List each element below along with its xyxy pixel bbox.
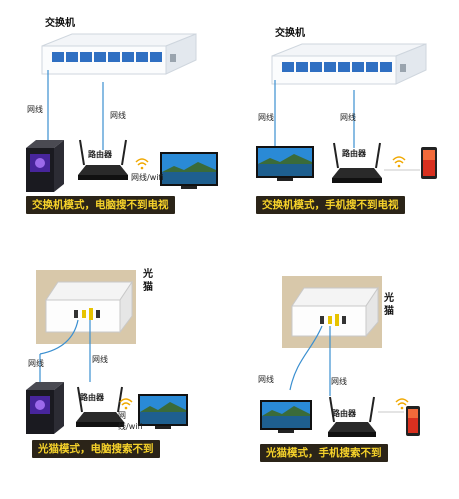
router-label: 路由器	[80, 393, 104, 402]
router-icon	[332, 142, 382, 183]
device-title: 交换机	[275, 28, 305, 39]
caption-banner: 光猫模式，电脑搜索不到	[32, 440, 160, 458]
router-icon	[76, 386, 124, 427]
cable-label: 网线	[331, 377, 347, 386]
router-label: 路由器	[88, 150, 112, 159]
cable-label: 网线	[340, 113, 356, 122]
smartphone-icon	[406, 406, 420, 436]
caption-banner: 交换机模式，电脑搜不到电视	[26, 196, 175, 214]
cable-label: 网线	[258, 375, 274, 384]
router-label: 路由器	[342, 149, 366, 158]
panel-modem-phone: 光猫	[230, 250, 459, 499]
cable-label: 网线	[28, 359, 44, 368]
switch-device	[41, 33, 197, 75]
switch-device	[271, 43, 427, 85]
cable-line	[289, 325, 323, 391]
desktop-pc-icon	[26, 382, 64, 434]
tv-icon	[138, 394, 188, 429]
caption-banner: 光猫模式，手机搜索不到	[260, 444, 388, 462]
diagram-graphics	[256, 43, 437, 183]
tv-icon	[256, 146, 314, 181]
wifi-icon	[135, 158, 149, 170]
cable-label: 网线	[27, 105, 43, 114]
desktop-pc-icon	[26, 140, 64, 192]
device-title: 交换机	[45, 18, 75, 29]
tv-icon	[260, 400, 312, 433]
link-label: 网线/wifi	[131, 173, 164, 182]
panel-modem-pc: 光猫	[0, 250, 229, 499]
wifi-icon	[395, 398, 409, 410]
router-label: 路由器	[332, 409, 356, 418]
device-title: 光猫	[143, 269, 153, 293]
panel-switch-phone: 交换机	[230, 0, 459, 249]
diagram-graphics	[26, 33, 218, 192]
link-label: 网线/wifi	[118, 411, 143, 431]
router-icon	[78, 139, 128, 180]
cable-line	[39, 319, 79, 355]
cable-label: 网线	[258, 113, 274, 122]
router-icon	[328, 396, 376, 437]
device-title: 光猫	[384, 293, 394, 317]
caption-banner: 交换机模式，手机搜不到电视	[256, 196, 405, 214]
cable-label: 网线	[110, 111, 126, 120]
optical-modem-photo	[36, 270, 136, 344]
wifi-icon	[392, 156, 406, 168]
optical-modem-photo	[282, 276, 382, 348]
smartphone-icon	[421, 147, 437, 179]
wifi-icon	[119, 398, 133, 410]
diagram-graphics	[26, 270, 188, 434]
tv-icon	[160, 152, 218, 189]
cable-label: 网线	[92, 355, 108, 364]
panel-switch-pc: 交换机	[0, 0, 229, 249]
diagram-graphics	[260, 276, 420, 437]
